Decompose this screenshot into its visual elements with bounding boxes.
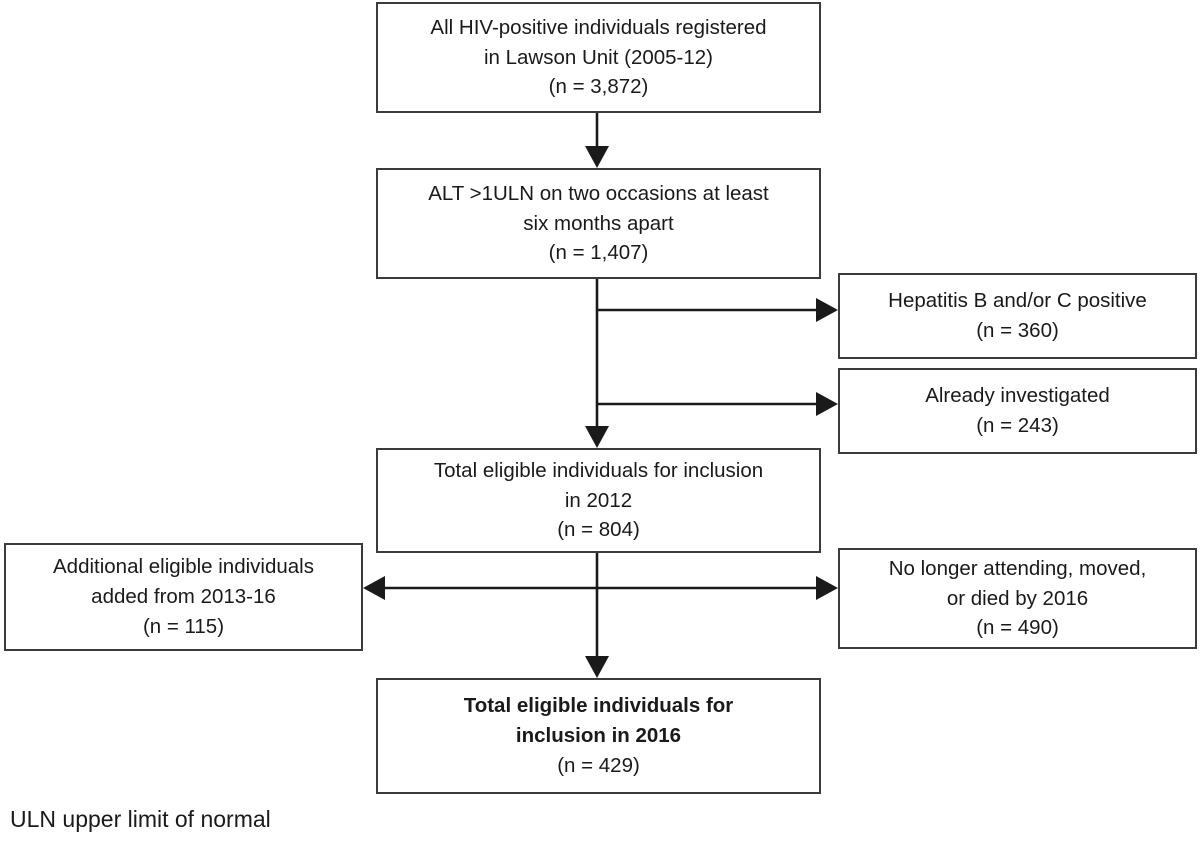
- node-already-investigated: Already investigated (n = 243): [838, 368, 1197, 454]
- node-line-1: ALT >1ULN on two occasions at least: [428, 181, 769, 205]
- node-line-1: Additional eligible individuals: [53, 555, 314, 579]
- node-total-eligible-2016: Total eligible individuals for inclusion…: [376, 678, 821, 794]
- node-count: (n = 804): [557, 518, 640, 542]
- node-line-1: Total eligible individuals for: [463, 694, 734, 718]
- node-count: (n = 115): [142, 614, 225, 638]
- node-total-eligible-2012: Total eligible individuals for inclusion…: [376, 448, 821, 553]
- edge-alt-to-investigated: [597, 392, 838, 416]
- node-additional-eligible-2013-16: Additional eligible individuals added fr…: [4, 543, 363, 651]
- node-line-2: six months apart: [523, 211, 674, 235]
- node-line-2: inclusion in 2016: [515, 724, 682, 748]
- footnote-uln-definition: ULN upper limit of normal: [10, 806, 271, 832]
- node-alt-above-uln: ALT >1ULN on two occasions at least six …: [376, 168, 821, 279]
- node-line-2: in 2012: [564, 488, 633, 512]
- edge-registered-to-alt: [585, 113, 609, 168]
- node-count: (n = 243): [976, 414, 1059, 437]
- edge-eligible-2012-to-additional: [363, 576, 597, 600]
- node-hepatitis-b-or-c-positive: Hepatitis B and/or C positive (n = 360): [838, 273, 1197, 359]
- node-line-1: Hepatitis B and/or C positive: [888, 289, 1147, 313]
- node-count: (n = 3,872): [548, 75, 649, 99]
- edge-alt-to-eligible-2012: [585, 279, 609, 448]
- node-line-2: or died by 2016: [946, 586, 1089, 610]
- edge-eligible-2012-to-lost: [597, 576, 838, 600]
- node-line-1: All HIV-positive individuals registered: [430, 15, 767, 39]
- node-line-1: Already investigated: [925, 384, 1110, 408]
- node-count: (n = 360): [976, 319, 1059, 342]
- node-line-1: Total eligible individuals for inclusion: [433, 458, 764, 482]
- node-all-hiv-positive-registered: All HIV-positive individuals registered …: [376, 2, 821, 113]
- node-no-longer-attending-moved-died: No longer attending, moved, or died by 2…: [838, 548, 1197, 649]
- node-count: (n = 1,407): [548, 241, 649, 265]
- node-count: (n = 490): [976, 616, 1059, 640]
- node-line-2: added from 2013-16: [91, 585, 276, 609]
- node-line-1: No longer attending, moved,: [888, 556, 1147, 580]
- edge-alt-to-hepatitis: [597, 298, 838, 322]
- node-count: (n = 429): [557, 753, 640, 777]
- node-line-2: in Lawson Unit (2005-12): [483, 45, 714, 69]
- edge-eligible-2012-to-final-2016: [585, 553, 609, 678]
